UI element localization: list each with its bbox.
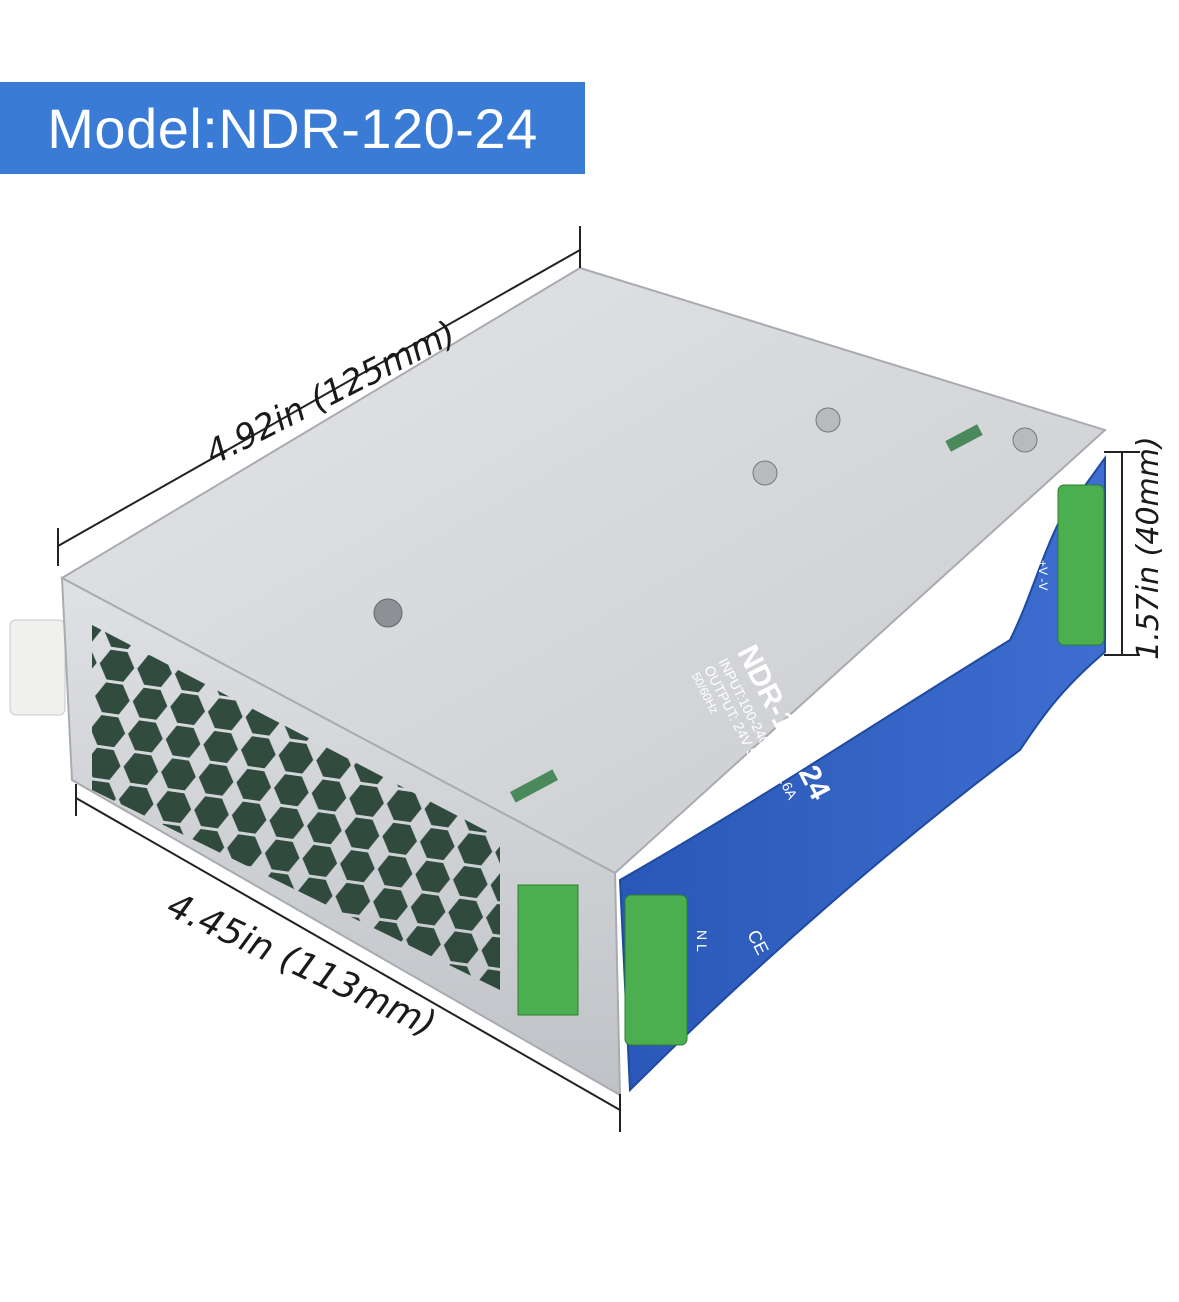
- led-window-2: [509, 769, 559, 803]
- screw-1: [815, 407, 841, 433]
- dimension-line-height: [1104, 451, 1140, 656]
- terminal-block-output: [1057, 484, 1105, 646]
- vent-grille: [92, 625, 500, 990]
- blue-label-panel: [618, 454, 1106, 1093]
- dimension-height-label: 1.57in (40mm): [1131, 436, 1166, 660]
- model-banner: Model:NDR-120-24: [0, 82, 585, 174]
- led-window-1: [945, 424, 983, 452]
- terminal-output-labels: +V -V: [1036, 560, 1050, 591]
- screw-3: [1012, 427, 1038, 453]
- terminal-input-labels: N L: [694, 930, 710, 952]
- model-title: Model:NDR-120-24: [47, 96, 538, 160]
- dimension-line-length: [57, 226, 581, 566]
- dimension-line-depth: [75, 784, 621, 1132]
- screw-2: [752, 460, 778, 486]
- mount-hole: [373, 598, 403, 628]
- terminal-block-front: [517, 884, 579, 1016]
- banner-background: [0, 82, 585, 174]
- terminal-block-input: [624, 894, 688, 1046]
- din-clip: [9, 619, 66, 716]
